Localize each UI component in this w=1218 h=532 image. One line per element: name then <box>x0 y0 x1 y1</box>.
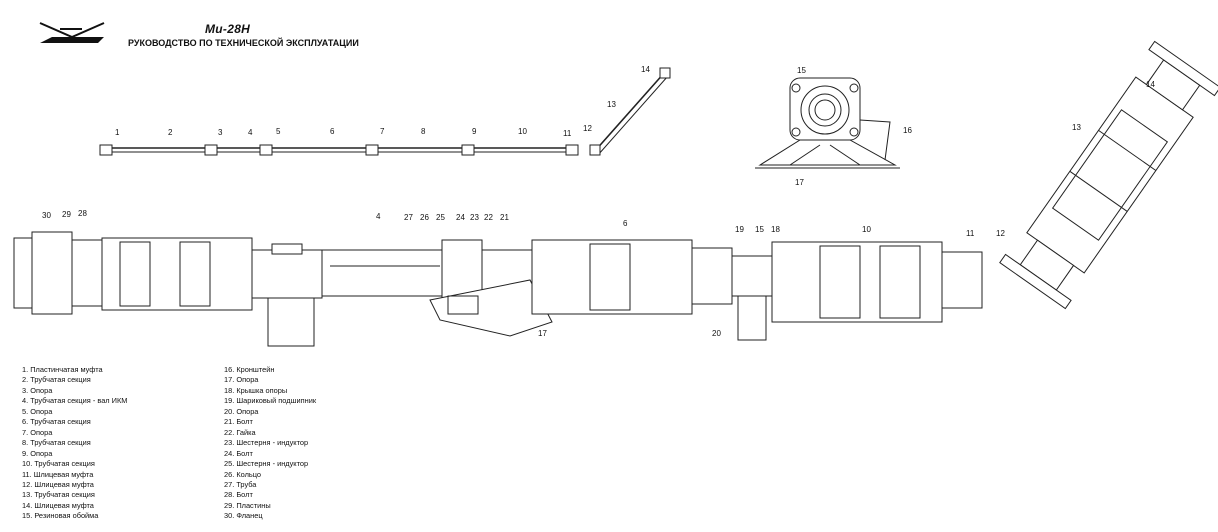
legend-item: 11. Шлицевая муфта <box>22 469 94 479</box>
callout-12-right: 12 <box>996 229 1005 238</box>
legend-item: 8. Трубчатая секция <box>22 438 91 448</box>
callout-17-main: 17 <box>538 329 547 338</box>
legend-item: 17. Опора <box>224 375 259 385</box>
callout-2: 2 <box>168 128 173 137</box>
legend-item: 4. Трубчатая секция - вал ИКМ <box>22 396 128 406</box>
callout-30: 30 <box>42 211 51 220</box>
callout-20: 20 <box>712 329 721 338</box>
legend-item: 19. Шариковый подшипник <box>224 396 317 406</box>
callout-6-main: 6 <box>623 219 628 228</box>
legend-item: 30. Фланец <box>224 511 263 521</box>
callout-14-right: 14 <box>1146 80 1155 89</box>
callout-6: 6 <box>330 127 335 136</box>
legend-item: 23. Шестерня - индуктор <box>224 438 309 448</box>
main-section-callouts: 30 29 28 4 27 26 25 24 23 22 21 6 19 15 … <box>42 209 975 338</box>
legend-item: 14. Шлицевая муфта <box>22 500 94 510</box>
callout-8: 8 <box>421 127 426 136</box>
legend-item: 18. Крышка опоры <box>224 385 288 395</box>
callout-23: 23 <box>470 213 479 222</box>
callout-7: 7 <box>380 127 385 136</box>
callout-11-main: 11 <box>966 229 975 238</box>
legend-item: 7. Опора <box>22 427 53 437</box>
legend-item: 20. Опора <box>224 406 259 416</box>
callout-25: 25 <box>436 213 445 222</box>
legend-item: 15. Резиновая обойма <box>22 511 99 521</box>
document-title: Ми-28Н <box>205 22 251 36</box>
legend-item: 12. Шлицевая муфта <box>22 479 94 489</box>
inclined-shaft-assembly: 14 13 12 <box>996 40 1218 310</box>
callout-11: 11 <box>563 129 572 138</box>
legend-item: 25. Шестерня - индуктор <box>224 459 309 469</box>
legend-item: 22. Гайка <box>224 427 256 437</box>
legend-item: 16. Кронштейн <box>224 365 275 374</box>
callout-27: 27 <box>404 213 413 222</box>
legend-item: 29. Пластины <box>224 500 271 510</box>
callout-19: 19 <box>735 225 744 234</box>
callout-4: 4 <box>248 128 253 137</box>
callout-10: 10 <box>518 127 527 136</box>
callout-29: 29 <box>62 210 71 219</box>
callout-13-right: 13 <box>1072 123 1081 132</box>
legend-item: 24. Болт <box>224 448 253 458</box>
legend-item: 27. Труба <box>224 479 257 489</box>
legend-item: 10. Трубчатая секция <box>22 459 95 469</box>
legend-item: 21. Болт <box>224 417 253 427</box>
callout-24: 24 <box>456 213 465 222</box>
callout-3: 3 <box>218 128 223 137</box>
callout-28: 28 <box>78 209 87 218</box>
callout-17: 17 <box>795 178 804 187</box>
callout-14: 14 <box>641 65 650 74</box>
legend-item: 28. Болт <box>224 490 253 500</box>
legend-item: 6. Трубчатая секция <box>22 417 91 427</box>
legend-item: 26. Кольцо <box>224 469 262 479</box>
legend-item: 2. Трубчатая секция <box>22 375 91 385</box>
callout-15: 15 <box>797 66 806 75</box>
callout-15-main: 15 <box>755 225 764 234</box>
legend-item: 3. Опора <box>22 385 53 395</box>
callout-4-main: 4 <box>376 212 381 221</box>
callout-9: 9 <box>472 127 477 136</box>
callout-13: 13 <box>607 100 616 109</box>
helicopter-logo-icon <box>39 22 105 43</box>
legend-right: 16. Кронштейн 17. Опора 18. Крышка опоры… <box>224 365 316 522</box>
callout-1: 1 <box>115 128 120 137</box>
callout-12: 12 <box>583 124 592 133</box>
callout-18: 18 <box>771 225 780 234</box>
support-bracket-view: 15 16 17 <box>755 66 912 187</box>
callout-5: 5 <box>276 127 281 136</box>
callout-22: 22 <box>484 213 493 222</box>
main-section-view <box>13 231 983 347</box>
shaft-overview <box>99 67 671 156</box>
shaft-overview-callouts: 1 2 3 4 5 6 7 8 9 10 11 12 13 14 <box>115 65 650 138</box>
document-subtitle: РУКОВОДСТВО ПО ТЕХНИЧЕСКОЙ ЭКСПЛУАТАЦИИ <box>128 38 359 48</box>
legend-item: 1. Пластинчатая муфта <box>22 365 103 374</box>
callout-21: 21 <box>500 213 509 222</box>
callout-10-main: 10 <box>862 225 871 234</box>
callout-16: 16 <box>903 126 912 135</box>
legend-item: 5. Опора <box>22 406 53 416</box>
legend-item: 9. Опора <box>22 448 53 458</box>
legend-left: 1. Пластинчатая муфта 2. Трубчатая секци… <box>22 365 127 522</box>
legend-item: 13. Трубчатая секция <box>22 490 95 500</box>
callout-26: 26 <box>420 213 429 222</box>
